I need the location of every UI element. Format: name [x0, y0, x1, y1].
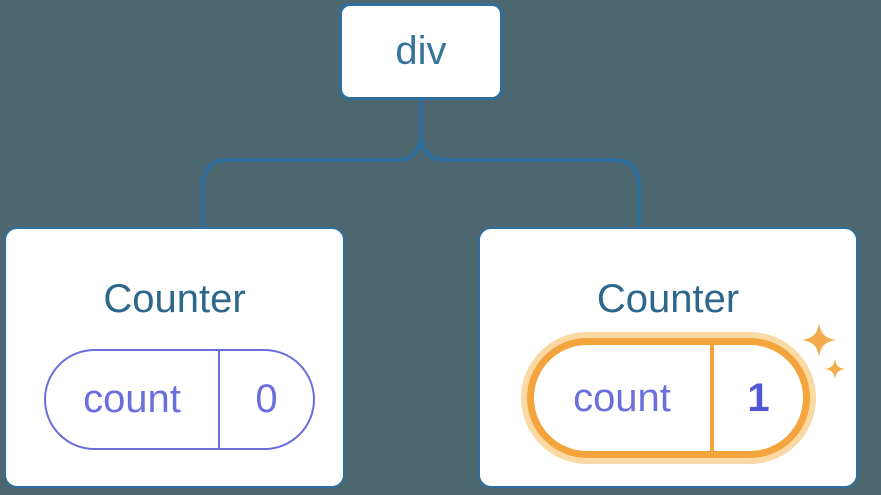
component-title: Counter	[596, 277, 740, 321]
connector-right-branch	[419, 99, 641, 230]
tree-node-counter-left: Counter count 0	[4, 227, 345, 488]
state-value: 0	[218, 351, 313, 448]
tree-node-counter-right: Counter count 1	[478, 227, 858, 488]
state-name-label: count	[83, 377, 181, 421]
state-value: 1	[710, 345, 803, 451]
tree-node-div: div	[339, 3, 503, 100]
state-pill: count 0	[44, 349, 315, 450]
sparkle-small	[825, 359, 845, 379]
root-node-label: div	[395, 29, 447, 73]
sparkle-icon	[802, 323, 845, 379]
state-pill-highlighted: count 1	[527, 338, 810, 458]
state-name-label: count	[573, 375, 671, 420]
sparkle-large	[802, 323, 836, 357]
connector-left-branch	[201, 99, 423, 230]
component-title: Counter	[103, 277, 246, 321]
